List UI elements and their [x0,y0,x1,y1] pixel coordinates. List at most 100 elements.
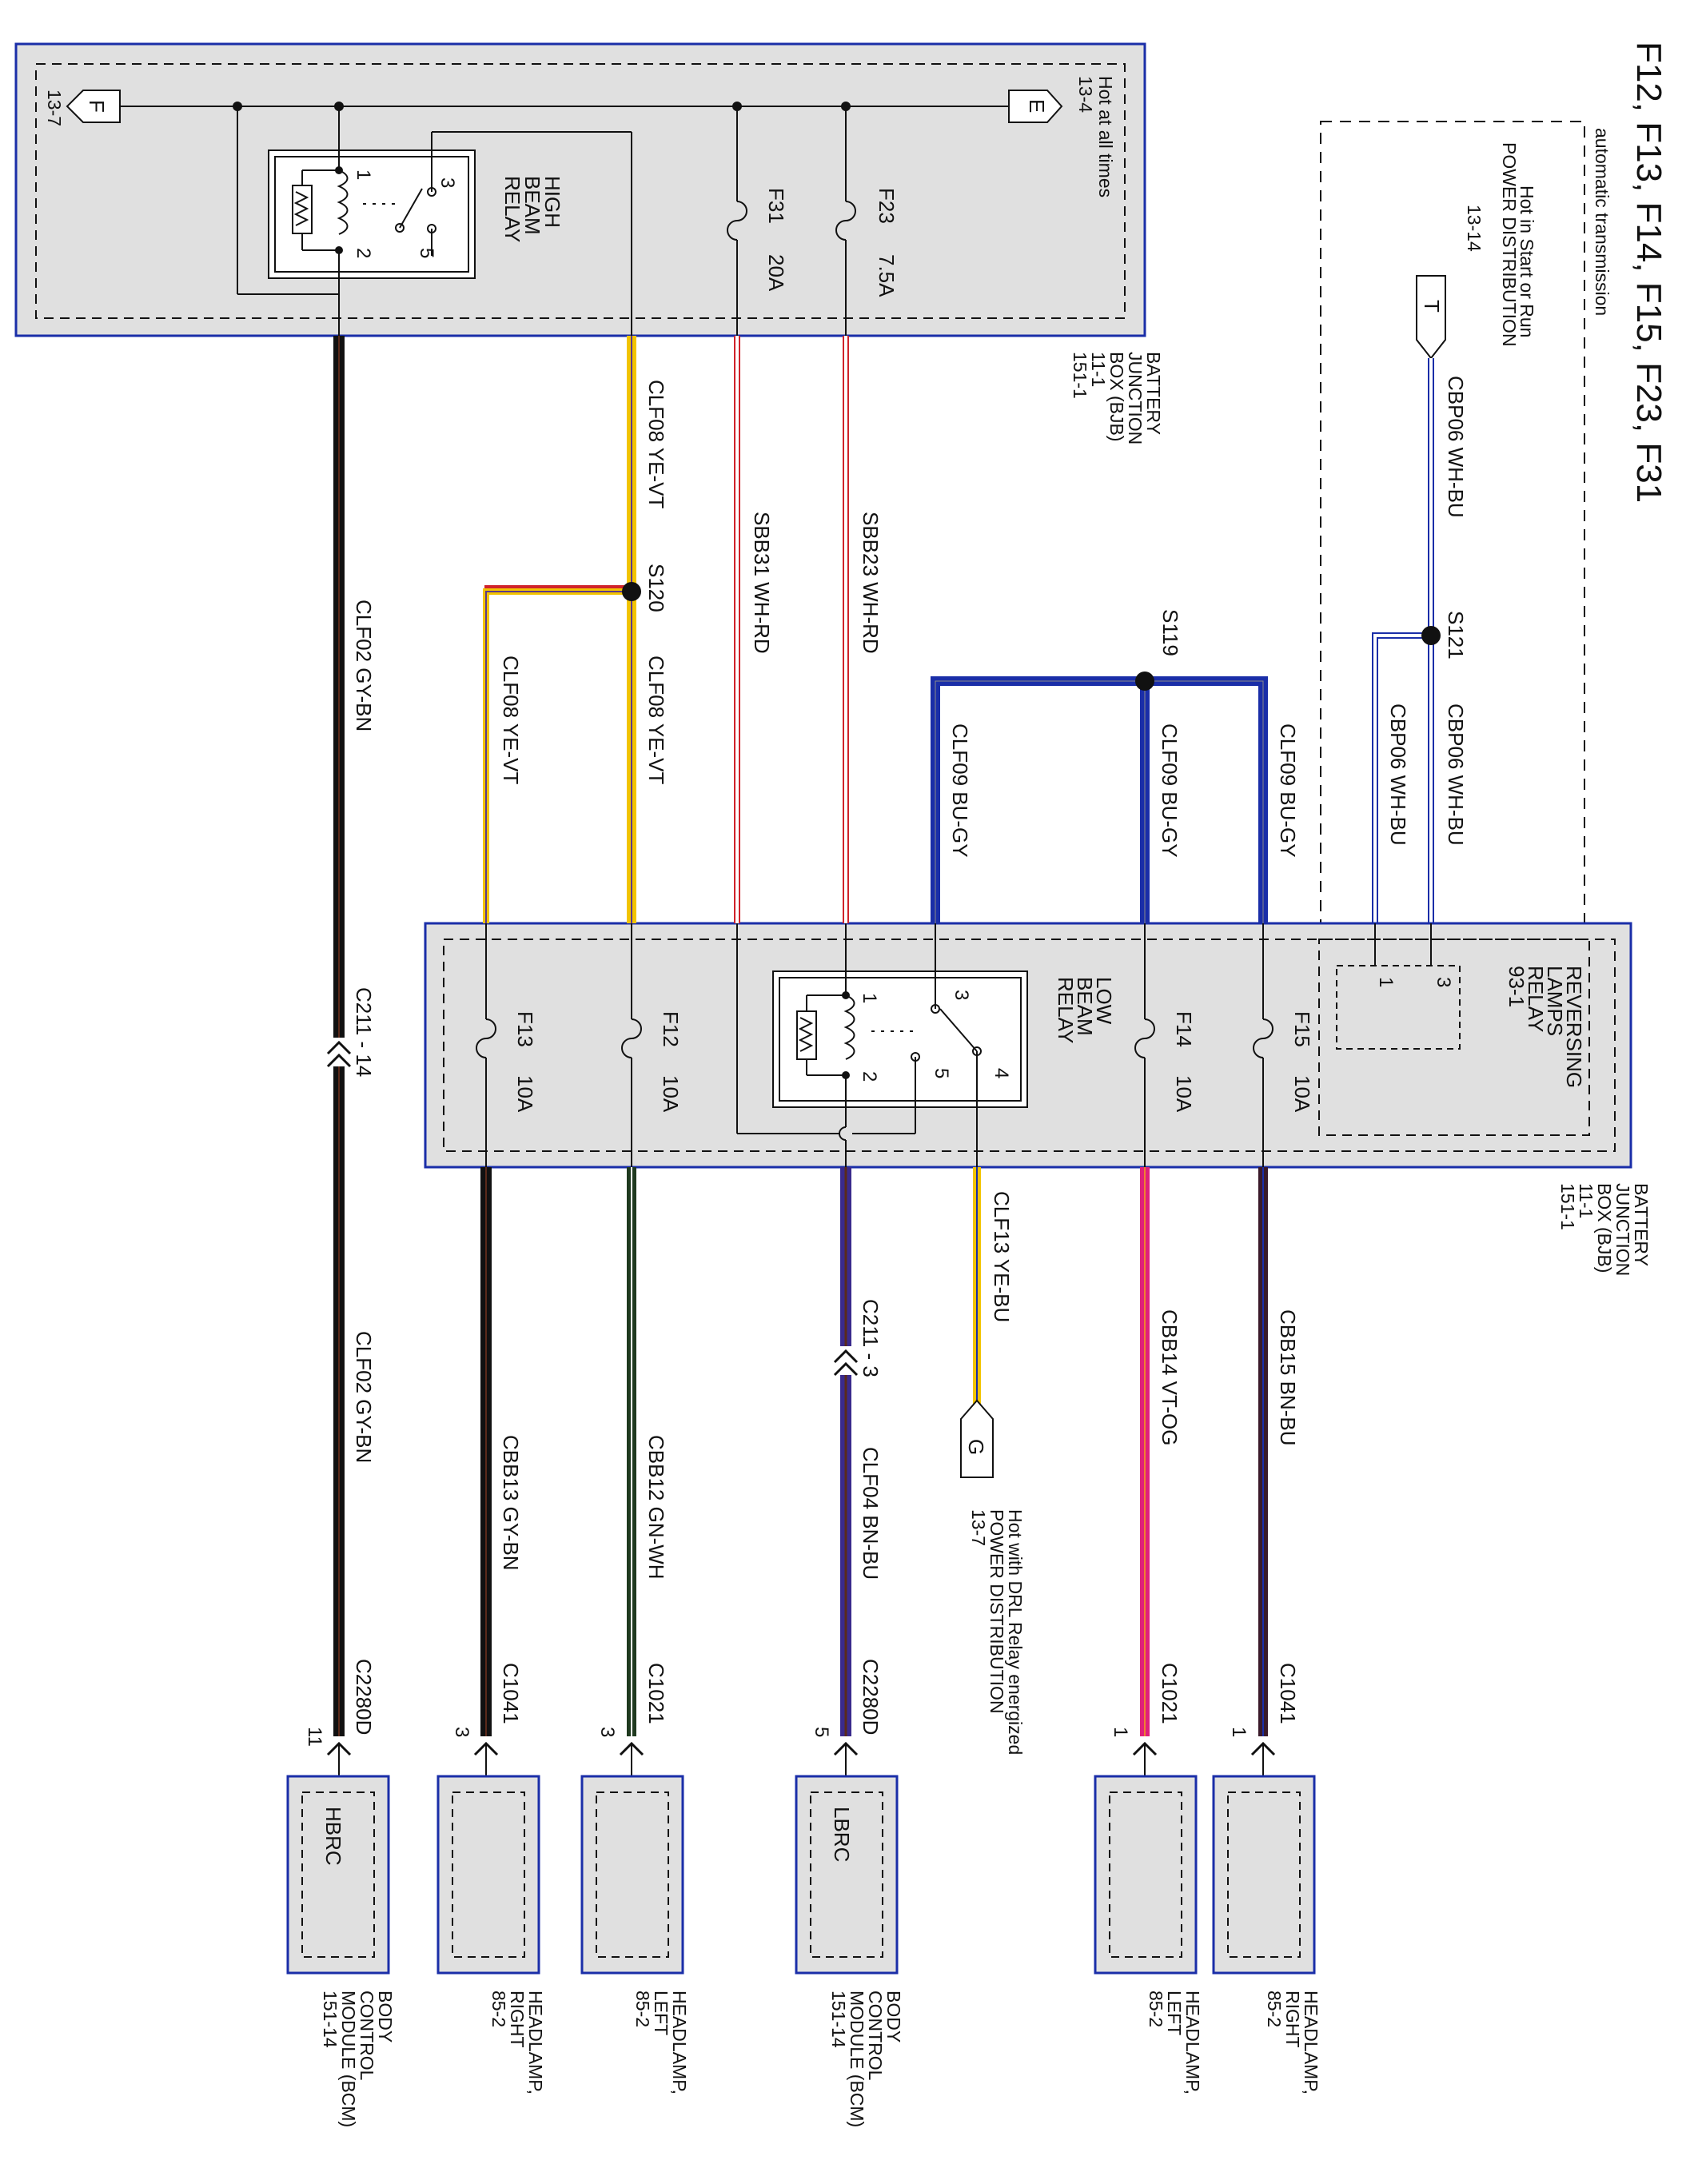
svg-text:BODY: BODY [883,1991,904,2043]
svg-text:4: 4 [990,1068,1012,1078]
svg-text:151-1: 151-1 [1557,1183,1578,1230]
svg-text:BEAM: BEAM [1073,977,1097,1036]
svg-text:JUNCTION: JUNCTION [1612,1183,1633,1276]
splice-s121 [1421,626,1441,645]
end-connector-bcm-hbrc: C2280D 11 HBRC BODY CONTROL MODULE (BCM)… [286,1659,396,2127]
splice-s120-label: S120 [644,564,668,612]
connector-c211-14: C211 - 14 [326,987,376,1077]
wire-clf09-label: CLF09 BU-GY [948,723,972,858]
svg-text:3: 3 [1433,977,1454,987]
wire-clf09 [931,676,1268,923]
svg-text:T: T [1420,300,1444,313]
svg-text:POWER DISTRIBUTION: POWER DISTRIBUTION [987,1509,1007,1714]
svg-text:Hot with DRL Relay energized: Hot with DRL Relay energized [1005,1509,1026,1755]
fuse-f23-id: F23 [875,188,899,224]
svg-text:85-2: 85-2 [1264,1991,1285,2027]
bjb-middle-internal-wiring [476,923,1432,1167]
wire-clf09-label: CLF09 BU-GY [1158,723,1182,858]
fuse-f15-rating: 10A [1290,1075,1314,1113]
svg-text:RIGHT: RIGHT [1282,1991,1303,2048]
svg-text:BODY: BODY [375,1991,396,2043]
splice-s120 [622,582,641,601]
wire-cbp06-label: CBP06 WH-BU [1444,376,1468,518]
svg-text:HEADLAMP,: HEADLAMP, [525,1991,546,2094]
svg-text:85-2: 85-2 [1146,1991,1166,2027]
svg-text:13-4: 13-4 [1075,76,1096,113]
end-connector-bcm-lbrc: C2280D 5 LBRC BODY CONTROL MODULE (BCM) … [795,1659,904,2127]
svg-text:C2280D: C2280D [859,1659,883,1735]
svg-text:1: 1 [1228,1727,1250,1737]
wire-clf08 [483,336,636,923]
fuse-f12-rating: 10A [659,1075,683,1113]
svg-text:2: 2 [859,1071,880,1082]
svg-text:11-1: 11-1 [1088,352,1109,387]
fuse-f12-id: F12 [659,1011,683,1047]
svg-text:C2280D: C2280D [352,1659,376,1735]
svg-text:BOX (BJB): BOX (BJB) [1106,352,1127,441]
svg-text:2: 2 [353,248,374,258]
wire-cbb15-label: CBB15 BN-BU [1276,1309,1300,1446]
svg-text:85-2: 85-2 [632,1991,653,2027]
wire-clf04-label: CLF04 BN-BU [859,1447,883,1580]
svg-text:HEADLAMP,: HEADLAMP, [1301,1991,1321,2094]
wire-clf09-label: CLF09 BU-GY [1276,723,1300,858]
svg-text:LOW: LOW [1092,977,1116,1025]
end-connector-headlamp-left-low: C1021 1 HEADLAMP, LEFT 85-2 [1094,1663,1203,2094]
bjb-top-internal-wiring [237,106,856,336]
svg-text:HIGH: HIGH [540,176,564,228]
fuse-f14-id: F14 [1172,1011,1196,1047]
svg-text:3: 3 [951,990,972,1000]
svg-text:1: 1 [1110,1727,1131,1737]
svg-text:C1041: C1041 [1276,1663,1300,1724]
svg-text:G: G [964,1439,988,1455]
svg-text:Hot in Start or Run: Hot in Start or Run [1517,185,1537,337]
fuse-f13-rating: 10A [513,1075,537,1113]
source-t-connector: T Hot in Start or Run POWER DISTRIBUTION… [1416,142,1537,360]
svg-text:1: 1 [1375,977,1397,987]
wire-clf02-label: CLF02 GY-BN [352,600,376,731]
svg-text:C211 - 3: C211 - 3 [859,1299,883,1377]
svg-text:13-14: 13-14 [1464,205,1485,252]
source-f-arrow: F 13-7 [44,90,121,126]
fuse-f31-id: F31 [764,188,788,224]
svg-text:3: 3 [436,177,458,188]
svg-text:C1021: C1021 [1158,1663,1182,1724]
end-connector-headlamp-left-high: C1021 3 HEADLAMP, LEFT 85-2 [580,1663,690,2094]
svg-text:RELAY: RELAY [500,176,524,242]
svg-text:93-1: 93-1 [1505,966,1529,1007]
bjb-label-top: BATTERY JUNCTION BOX (BJB) 11-1 151-1 [1070,352,1164,444]
wire-clf13-label: CLF13 YE-BU [990,1191,1014,1322]
svg-text:BATTERY: BATTERY [1631,1183,1652,1266]
svg-text:3: 3 [596,1727,618,1737]
svg-text:C211 - 14: C211 - 14 [352,987,376,1077]
fuse-f13-id: F13 [513,1011,537,1047]
svg-text:E: E [1025,99,1049,113]
svg-text:F: F [85,100,109,113]
fuse-f14-rating: 10A [1172,1075,1196,1113]
bjb-label-middle: BATTERY JUNCTION BOX (BJB) 11-1 151-1 [1557,1183,1652,1276]
end-connector-headlamp-right-low: C1041 1 HEADLAMP, RIGHT 85-2 [1212,1663,1321,2094]
end-connector-headlamp-right-high: C1041 3 HEADLAMP, RIGHT 85-2 [436,1663,546,2094]
svg-text:151-14: 151-14 [828,1991,849,2048]
splice-s119 [1135,672,1154,691]
bjb-top-box [14,42,1146,337]
svg-text:5: 5 [931,1068,952,1078]
svg-text:HEADLAMP,: HEADLAMP, [1182,1991,1203,2094]
splice-s121-label: S121 [1444,611,1468,660]
fuse-f31-rating: 20A [764,254,788,292]
svg-text:5: 5 [416,248,437,258]
svg-text:CONTROL: CONTROL [865,1991,886,2081]
svg-text:REVERSING: REVERSING [1562,966,1586,1088]
svg-text:85-2: 85-2 [488,1991,509,2027]
wire-cbp06 [1372,358,1434,966]
svg-text:Hot at all times: Hot at all times [1095,76,1116,197]
svg-text:LEFT: LEFT [1164,1991,1185,2035]
svg-text:1: 1 [353,169,374,180]
svg-text:BATTERY: BATTERY [1143,352,1164,435]
svg-text:RIGHT: RIGHT [507,1991,528,2048]
splice-s119-label: S119 [1158,609,1182,656]
high-beam-relay: 1 2 3 5 HIGH BEAM RELAY [268,149,564,279]
wire-cbp06-label: CBP06 WH-BU [1444,703,1468,846]
svg-text:151-14: 151-14 [320,1991,341,2048]
svg-text:13-7: 13-7 [44,90,65,126]
